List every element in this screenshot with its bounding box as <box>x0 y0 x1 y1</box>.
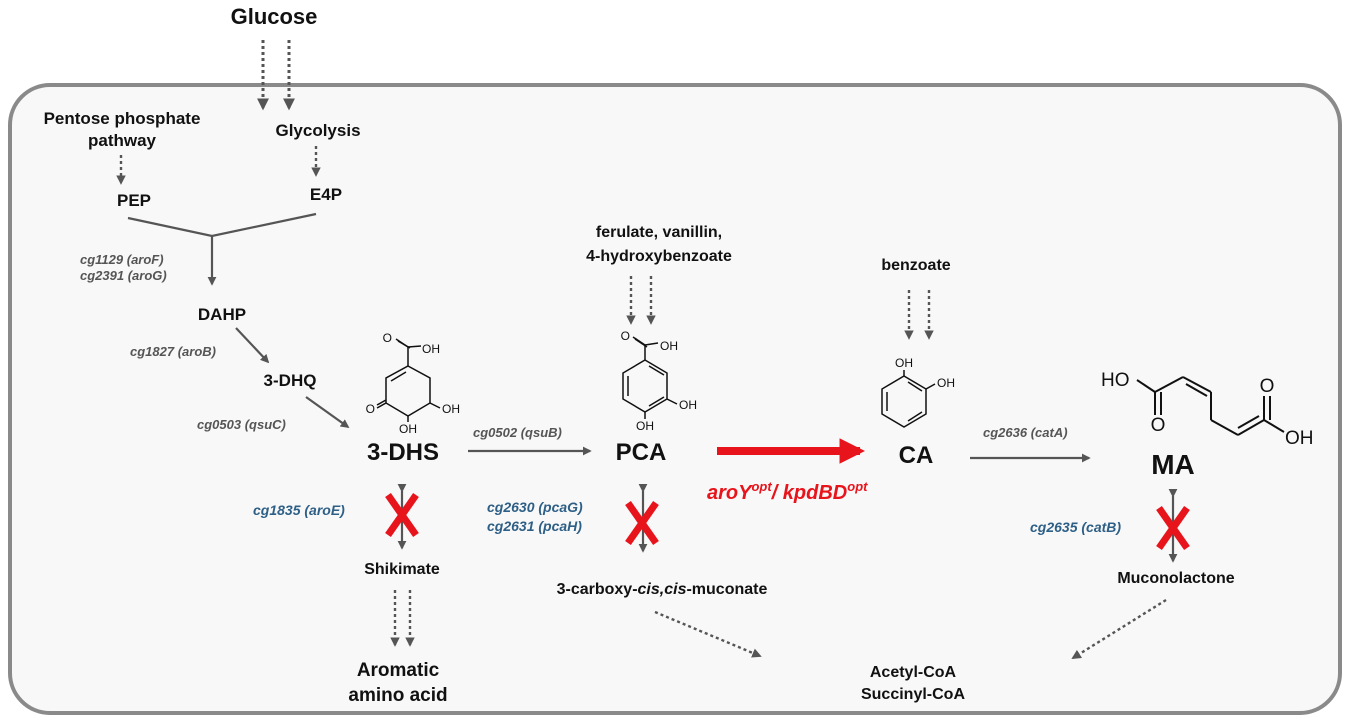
3-dhs-o-label-2: O <box>366 402 375 416</box>
acetyl-coa-label: Acetyl-CoA <box>870 664 957 681</box>
3-dhq-label: 3-DHQ <box>264 371 317 390</box>
pentose-phosphate-label: Pentose phosphate <box>44 109 201 128</box>
dahp-to-dhq-arrow <box>235 327 270 364</box>
pca-label: PCA <box>616 439 667 466</box>
glycolysis-label: Glycolysis <box>275 121 360 140</box>
muconolactone-to-coa-arrow <box>1071 598 1167 660</box>
ma-ho-label: HO <box>1101 370 1130 391</box>
pca-oh-label-3: OH <box>636 419 654 433</box>
gene-catb: cg2635 (catB) <box>1030 519 1121 535</box>
gene-cata: cg2636 (catA) <box>983 425 1068 440</box>
dhq-to-dhs-arrow <box>305 396 350 429</box>
aromatic-label: Aromatic <box>357 660 440 681</box>
heterologous-enzymes-label: aroYopt/ kpdBDopt <box>707 479 868 504</box>
3-dhs-oh-label: OH <box>422 342 440 356</box>
red-x-icon <box>385 492 419 538</box>
ma-o-label: O <box>1151 415 1166 436</box>
ma-structure: HO O O OH <box>1101 370 1314 449</box>
ferulate-label: ferulate, vanillin, <box>596 224 722 241</box>
cell-boundary <box>8 83 1342 715</box>
3-dhs-oh-label-3: OH <box>399 422 417 436</box>
gene-arob: cg1827 (aroB) <box>130 344 216 359</box>
3-dhs-o-label: O <box>383 331 392 345</box>
pathway-label: pathway <box>88 131 157 150</box>
gene-qsub: cg0502 (qsuB) <box>473 425 562 440</box>
pca-o-label: O <box>621 329 630 343</box>
e4p-label: E4P <box>310 185 342 204</box>
succinyl-coa-label: Succinyl-CoA <box>861 686 965 703</box>
pca-oh-label-2: OH <box>679 398 697 412</box>
gene-aroe: cg1835 (aroE) <box>253 502 345 518</box>
3-dhs-label: 3-DHS <box>367 439 439 466</box>
gene-pcah: cg2631 (pcaH) <box>487 518 582 534</box>
pca-oh-label: OH <box>660 339 678 353</box>
gene-pcag: cg2630 (pcaG) <box>487 499 583 515</box>
ma-o-label-2: O <box>1260 376 1275 397</box>
ca-label: CA <box>899 442 934 469</box>
red-x-icon <box>625 500 659 546</box>
gene-qsuc: cg0503 (qsuC) <box>197 417 286 432</box>
ma-label: MA <box>1151 449 1195 480</box>
shikimate-label: Shikimate <box>364 561 440 578</box>
carboxy-to-coa-arrow <box>654 610 762 658</box>
hydroxybenzoate-label: 4-hydroxybenzoate <box>586 248 732 265</box>
gene-arof: cg1129 (aroF) <box>80 252 164 267</box>
benzoate-label: benzoate <box>881 257 950 274</box>
ma-oh-label: OH <box>1285 428 1314 449</box>
gene-arog: cg2391 (aroG) <box>80 268 167 283</box>
glucose-label: Glucose <box>231 4 318 29</box>
pca-structure: O OH OH OH <box>621 329 697 433</box>
red-x-icon <box>1156 505 1190 551</box>
3-dhs-structure: O OH O OH OH <box>366 331 460 436</box>
ca-structure: OH OH <box>881 356 955 428</box>
ca-oh-label: OH <box>895 356 913 370</box>
muconolactone-label: Muconolactone <box>1117 570 1234 587</box>
ca-oh-label-2: OH <box>937 376 955 390</box>
3-dhs-oh-label-2: OH <box>442 402 460 416</box>
carboxy-muconate-label: 3-carboxy-cis,cis-muconate <box>557 581 768 598</box>
dahp-label: DAHP <box>198 305 246 324</box>
amino-acid-label: amino acid <box>348 685 447 706</box>
pep-label: PEP <box>117 191 151 210</box>
